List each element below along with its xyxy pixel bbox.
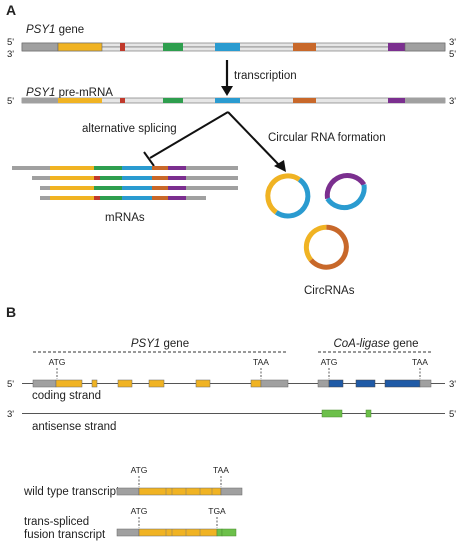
coding-3prime: 3' <box>449 379 456 390</box>
antisense-5prime: 5' <box>449 409 456 420</box>
premrna-3prime: 3' <box>449 96 456 107</box>
wt-start-codon: ATG <box>131 465 148 475</box>
circrna-purple-blue <box>324 173 367 211</box>
psy1-start-codon: ATG <box>49 357 66 367</box>
alternative-splicing-label: alternative splicing <box>82 123 177 135</box>
premrna-label: PSY1 pre-mRNA <box>26 87 113 99</box>
mrna-isoform <box>32 176 238 180</box>
trans-spliced-label-line2: fusion transcript <box>24 529 106 541</box>
mrna-isoform <box>12 166 238 170</box>
transcription-label: transcription <box>234 70 297 82</box>
mrnas-label: mRNAs <box>105 212 145 224</box>
psy1-stop-codon: TAA <box>253 357 269 367</box>
psy1-gene-dna <box>21 42 446 52</box>
gene-bottom-3prime: 3' <box>7 49 14 60</box>
gene-top-3prime: 3' <box>449 37 456 48</box>
coa-start-codon: ATG <box>321 357 338 367</box>
psy1-gene-title: PSY1 gene <box>131 338 189 350</box>
fusion-transcript <box>116 528 237 537</box>
gene-top-5prime: 5' <box>7 37 14 48</box>
psy1-premrna <box>21 97 446 104</box>
antisense-3prime: 3' <box>7 409 14 420</box>
psy1-gene-label: PSY1 gene <box>26 24 84 36</box>
fusion-start-codon: ATG <box>131 506 148 516</box>
coa-stop-codon: TAA <box>412 357 428 367</box>
circrna-yellow-blue <box>265 173 311 219</box>
wt-stop-codon: TAA <box>213 465 229 475</box>
splicing-arrows <box>143 111 286 172</box>
coding-5prime: 5' <box>7 379 14 390</box>
coding-strand <box>22 379 445 388</box>
antisense-strand-label: antisense strand <box>32 421 116 433</box>
panel-a-label: A <box>6 2 16 18</box>
coding-strand-label: coding strand <box>32 390 101 402</box>
wild-type-transcript <box>116 487 243 496</box>
circular-rna-formation-label: Circular RNA formation <box>268 132 386 144</box>
circrnas-label: CircRNAs <box>304 285 355 297</box>
mrna-isoform <box>40 196 206 200</box>
premrna-5prime: 5' <box>7 96 14 107</box>
wild-type-transcript-label: wild type transcript <box>23 486 120 498</box>
antisense-strand <box>22 409 445 418</box>
coa-ligase-gene-title: CoA-ligase gene <box>333 338 418 350</box>
trans-spliced-label-line1: trans-spliced <box>24 516 89 528</box>
panel-b-label: B <box>6 304 16 320</box>
transcription-arrow <box>221 60 233 96</box>
circrna-yellow-orange <box>303 224 349 270</box>
fusion-stop-codon: TGA <box>208 506 226 516</box>
gene-bottom-5prime: 5' <box>449 49 456 60</box>
mrna-isoform <box>40 186 238 190</box>
